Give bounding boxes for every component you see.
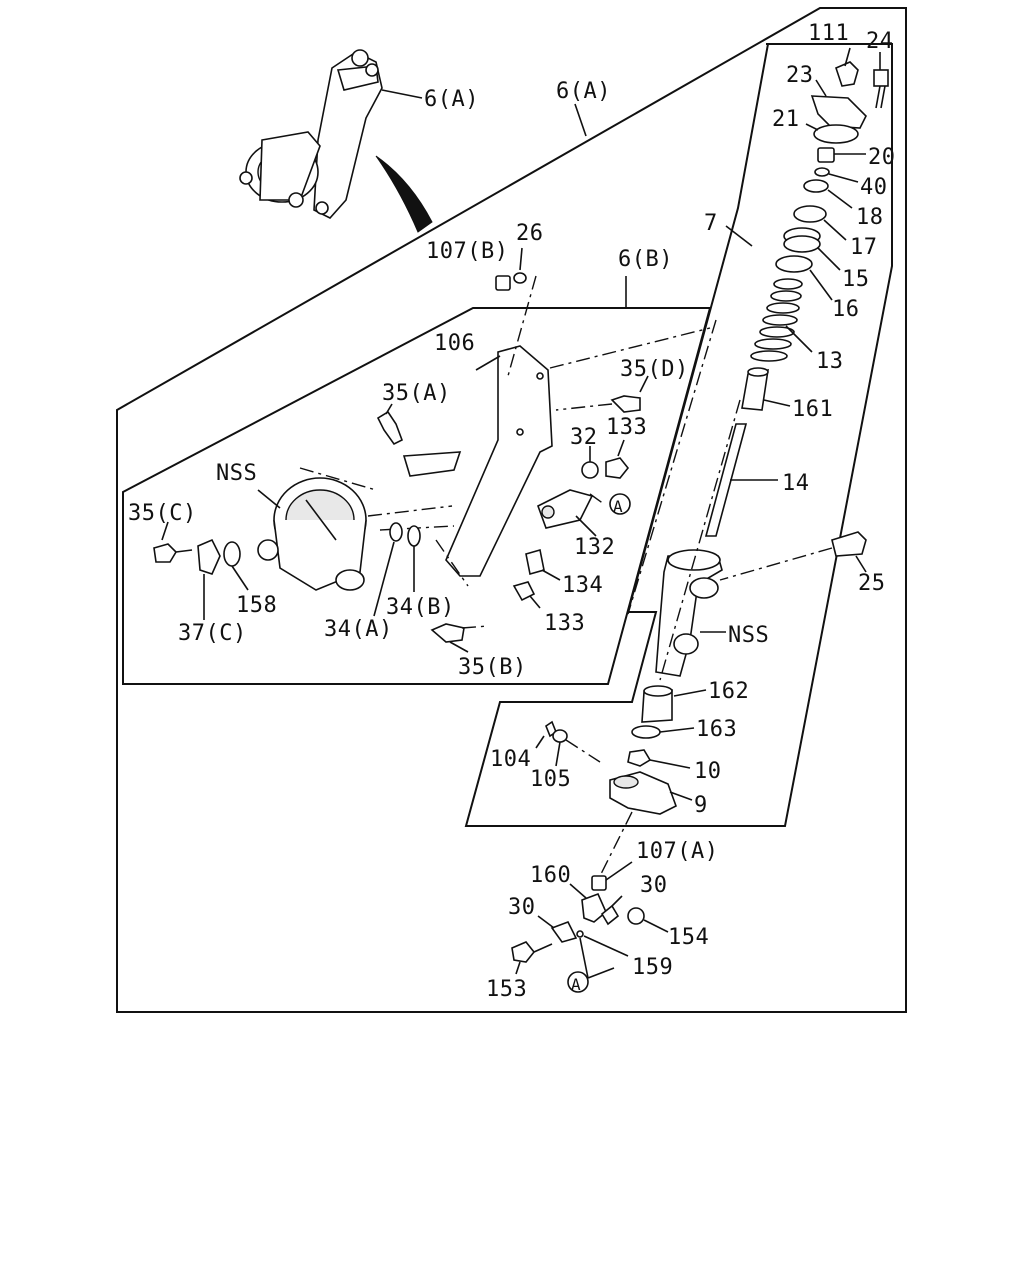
label-134: 134	[562, 573, 603, 598]
label-163: 163	[696, 717, 737, 742]
label-15: 15	[842, 267, 870, 292]
label-40: 40	[860, 175, 888, 200]
label-133-top: 133	[606, 415, 647, 440]
label-24: 24	[866, 29, 894, 54]
label-6a-inset: 6(A)	[424, 87, 479, 112]
label-35a: 35(A)	[382, 381, 451, 406]
label-18: 18	[856, 205, 884, 230]
label-6a: 6(A)	[556, 79, 611, 104]
linkage-bottom	[511, 861, 669, 993]
label-153: 153	[486, 977, 527, 1002]
label-35b: 35(B)	[458, 655, 527, 680]
label-25: 25	[858, 571, 886, 596]
label-105: 105	[530, 767, 571, 792]
label-107a: 107(A)	[636, 839, 718, 864]
label-21: 21	[772, 107, 800, 132]
label-13: 13	[816, 349, 844, 374]
label-26: 26	[516, 221, 544, 246]
label-160: 160	[530, 863, 571, 888]
label-14: 14	[782, 471, 810, 496]
label-107b: 107(B)	[426, 239, 508, 264]
label-133-bottom: 133	[544, 611, 585, 636]
label-104: 104	[490, 747, 531, 772]
label-17: 17	[850, 235, 878, 260]
label-158: 158	[236, 593, 277, 618]
label-nss-left: NSS	[216, 461, 257, 486]
outer-frame-6a	[116, 7, 907, 1013]
label-34a: 34(A)	[324, 617, 393, 642]
label-6b: 6(B)	[618, 247, 673, 272]
label-34b: 34(B)	[386, 595, 455, 620]
label-nss-right: NSS	[728, 623, 769, 648]
label-7: 7	[704, 211, 718, 236]
label-16: 16	[832, 297, 860, 322]
label-161: 161	[792, 397, 833, 422]
label-106: 106	[434, 331, 475, 356]
spring	[750, 278, 803, 362]
label-37c: 37(C)	[178, 621, 247, 646]
label-9: 9	[694, 793, 708, 818]
label-154: 154	[668, 925, 709, 950]
bracket-106	[445, 345, 553, 577]
pedal-stack	[535, 47, 889, 815]
label-23: 23	[786, 63, 814, 88]
label-111: 111	[808, 21, 849, 46]
label-10: 10	[694, 759, 722, 784]
label-a-circle-bottom: A	[571, 975, 581, 994]
label-35d: 35(D)	[620, 357, 689, 382]
label-132: 132	[574, 535, 615, 560]
label-162: 162	[708, 679, 749, 704]
label-30-right: 30	[640, 873, 668, 898]
label-20: 20	[868, 145, 896, 170]
label-30-left: 30	[508, 895, 536, 920]
inset-assembly-icon	[239, 49, 433, 233]
inner-frame-7	[464, 43, 893, 827]
label-a-circle-right: A	[613, 497, 623, 516]
label-159: 159	[632, 955, 673, 980]
label-35c: 35(C)	[128, 501, 197, 526]
throttle-body-nss	[257, 477, 367, 591]
label-32: 32	[570, 425, 598, 450]
